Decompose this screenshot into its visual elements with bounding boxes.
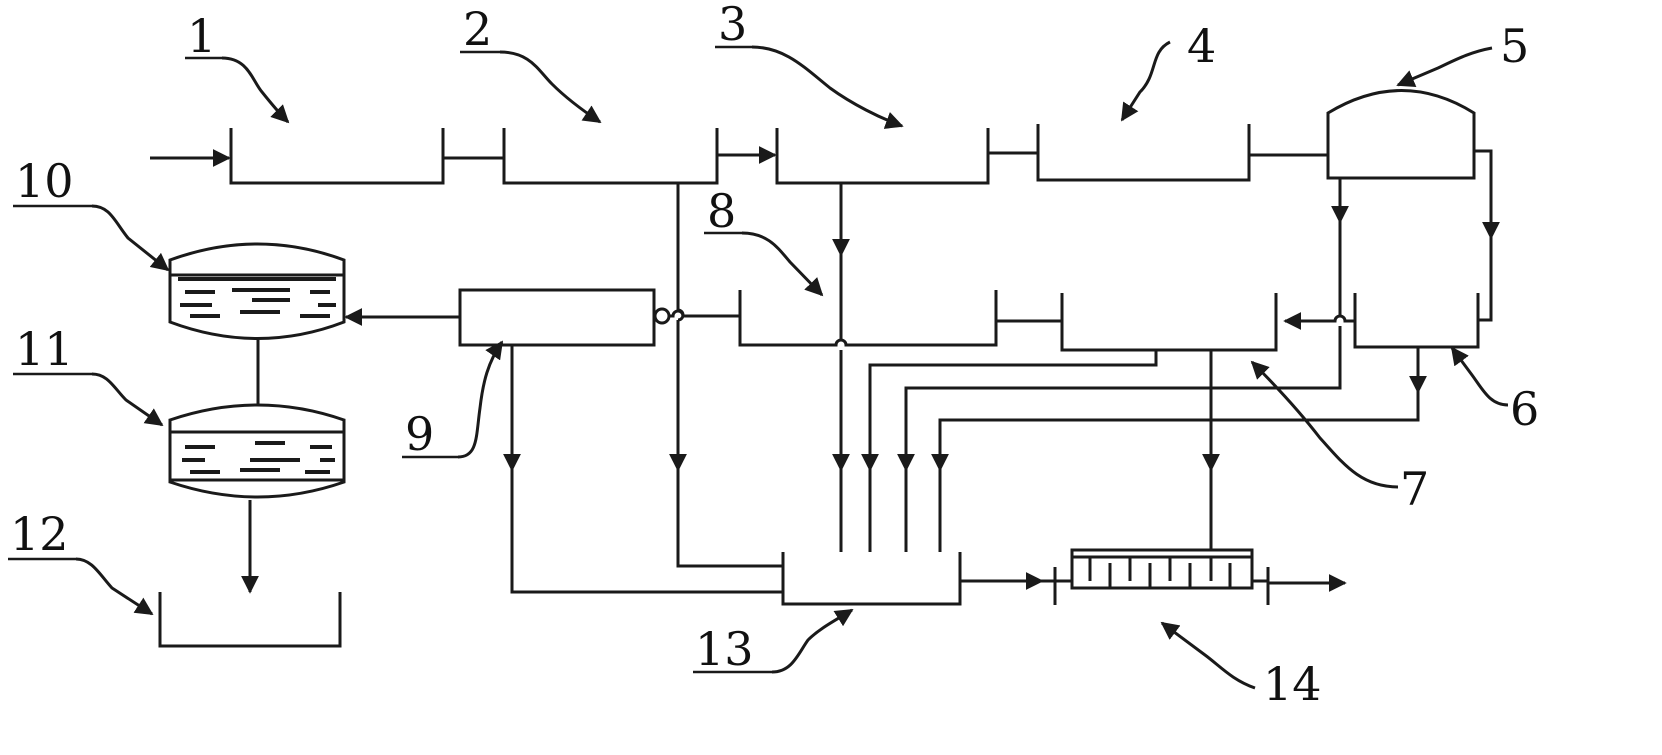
label-1: 1 [187, 9, 216, 63]
tank-11 [168, 403, 346, 499]
label-10: 10 [15, 154, 74, 208]
tank-13 [781, 552, 962, 606]
label-12: 12 [10, 507, 69, 561]
label-13: 13 [695, 622, 754, 676]
label-7: 7 [1400, 462, 1429, 516]
tank-5 [1326, 89, 1476, 180]
label-3: 3 [718, 0, 747, 51]
label-14: 14 [1263, 657, 1322, 711]
tank-10 [168, 242, 346, 340]
label-11: 11 [15, 322, 74, 376]
pipe-5-6-right [1474, 149, 1500, 240]
tank-4 [1036, 124, 1251, 182]
leader-lines [75, 40, 1509, 690]
pipe-6-7 [1283, 312, 1355, 330]
label-8: 8 [707, 184, 736, 238]
tank-3 [775, 128, 990, 185]
label-2: 2 [463, 2, 492, 56]
unit-9 [458, 288, 656, 347]
tank-8 [738, 290, 998, 347]
tank-12 [158, 592, 342, 648]
label-5: 5 [1500, 19, 1529, 73]
tank-1 [150, 128, 445, 185]
tank-6 [1353, 293, 1480, 349]
label-6: 6 [1510, 382, 1539, 436]
filter-14 [1042, 548, 1347, 605]
tank-7 [1060, 293, 1278, 352]
tank-2 [502, 128, 719, 185]
label-4: 4 [1187, 19, 1216, 73]
pump-9 [653, 307, 671, 325]
label-9: 9 [405, 407, 434, 461]
